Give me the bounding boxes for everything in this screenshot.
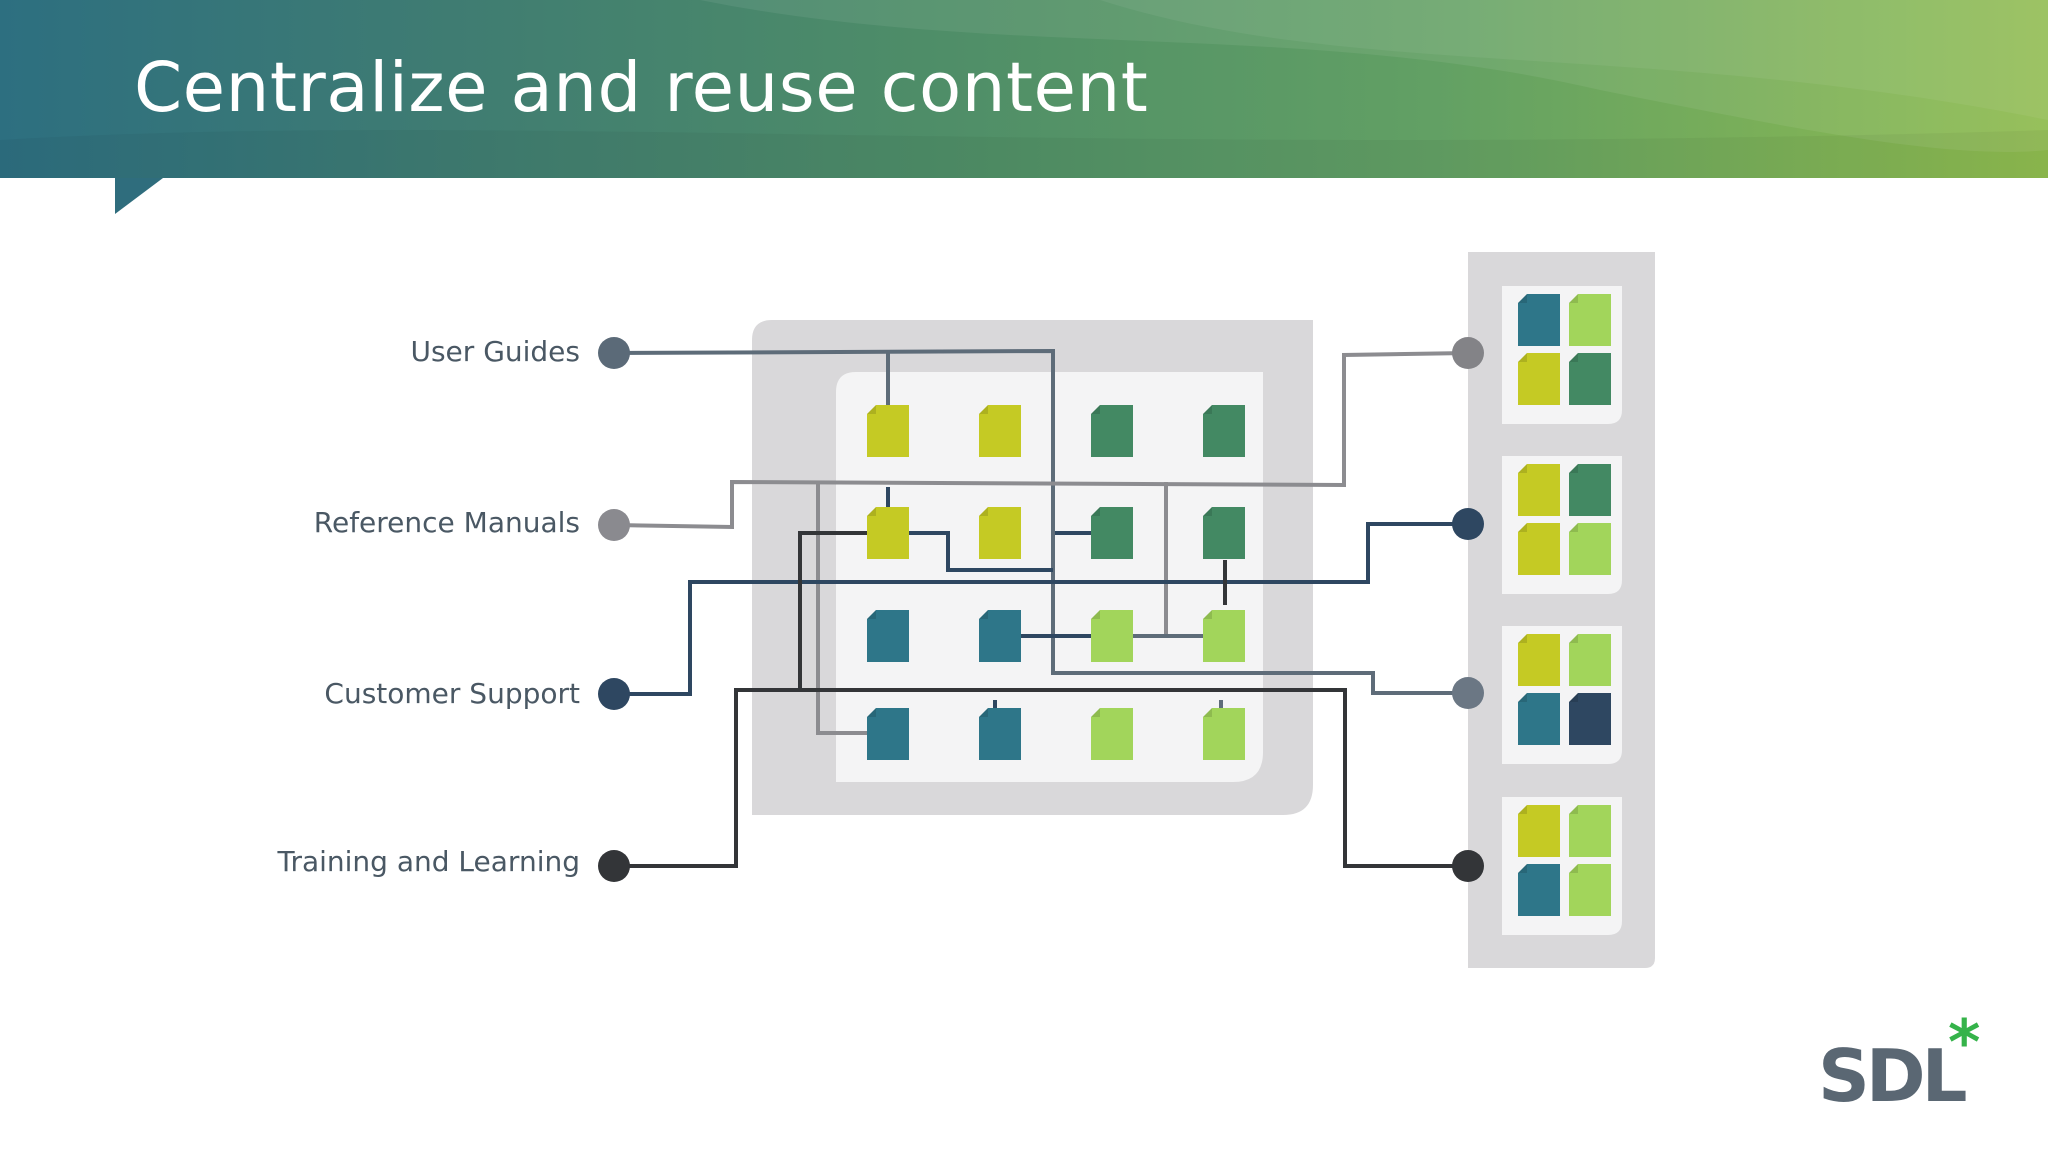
output-3-doc-1: [1518, 634, 1560, 686]
repo-doc-r4-c3-fold: [1091, 708, 1100, 717]
output-2-doc-2-fold: [1569, 464, 1578, 473]
output-2-doc-1-fold: [1518, 464, 1527, 473]
repo-doc-r1-c4-fold: [1203, 405, 1212, 414]
customer-support-dot: [598, 678, 630, 710]
output-1-doc-3-fold: [1518, 353, 1527, 362]
output-3-doc-4: [1569, 693, 1611, 745]
output-1-doc-4: [1569, 353, 1611, 405]
output-2-doc-4: [1569, 523, 1611, 575]
output-1-doc-1-fold: [1518, 294, 1527, 303]
source-label-training-and-learning: Training and Learning: [277, 845, 580, 878]
output-3-doc-1-fold: [1518, 634, 1527, 643]
repo-doc-r3-c4: [1203, 610, 1245, 662]
output-1-dot: [1452, 337, 1484, 369]
output-2-doc-4-fold: [1569, 523, 1578, 532]
output-4-doc-3-fold: [1518, 864, 1527, 873]
repo-doc-r4-c3: [1091, 708, 1133, 760]
logo-asterisk-icon: *: [1948, 1006, 1981, 1079]
line-training-and-learning-up: [798, 531, 867, 690]
repo-doc-r4-c1-fold: [867, 708, 876, 717]
output-4-doc-4: [1569, 864, 1611, 916]
repo-doc-r2-c4-fold: [1203, 507, 1212, 516]
repo-doc-r4-c4-fold: [1203, 708, 1212, 717]
output-4-doc-3: [1518, 864, 1560, 916]
repo-doc-r1-c2: [979, 405, 1021, 457]
repo-doc-r4-c1: [867, 708, 909, 760]
output-3-doc-2: [1569, 634, 1611, 686]
source-label-user-guides: User Guides: [410, 335, 580, 368]
sdl-logo: SDL *: [1818, 1008, 1988, 1118]
connector-lines: [613, 348, 1469, 868]
output-4-doc-2-fold: [1569, 805, 1578, 814]
repo-doc-r2-c2: [979, 507, 1021, 559]
line-reference-link: [908, 531, 1053, 572]
output-3-doc-4-fold: [1569, 693, 1578, 702]
repo-doc-r3-c2: [979, 610, 1021, 662]
repo-doc-r1-c3: [1091, 405, 1133, 457]
line-user-guides: [613, 348, 1468, 695]
reference-manuals-dot: [598, 509, 630, 541]
output-4-doc-2: [1569, 805, 1611, 857]
repo-doc-r2-c3: [1091, 507, 1133, 559]
logo-text: SDL: [1818, 1034, 1967, 1118]
header-waves: [0, 0, 2048, 178]
repo-doc-r3-c2-fold: [979, 610, 988, 619]
output-2-doc-1: [1518, 464, 1560, 516]
slide-title: Centralize and reuse content: [134, 48, 1149, 128]
output-4-doc-1-fold: [1518, 805, 1527, 814]
repository-inner-panel: [836, 372, 1263, 782]
output-3-doc-2-fold: [1569, 634, 1578, 643]
output-1-doc-3: [1518, 353, 1560, 405]
source-label-reference-manuals: Reference Manuals: [313, 506, 580, 539]
line-training-and-learning: [614, 688, 1468, 868]
repo-doc-r4-c2-fold: [979, 708, 988, 717]
output-1-doc-4-fold: [1569, 353, 1578, 362]
output-4-dot: [1452, 850, 1484, 882]
line-reference-manuals: [613, 351, 1469, 530]
output-4-doc-4-fold: [1569, 864, 1578, 873]
output-1-doc-2: [1569, 294, 1611, 346]
output-1-doc-1: [1518, 294, 1560, 346]
repo-doc-r4-c2: [979, 708, 1021, 760]
outputs-column-panel: [1468, 252, 1655, 968]
repo-doc-r3-c4-fold: [1203, 610, 1212, 619]
output-2-doc-3-fold: [1518, 523, 1527, 532]
header-banner: Centralize and reuse content: [0, 0, 2048, 178]
repo-doc-r3-c3-fold: [1091, 610, 1100, 619]
repo-doc-r1-c1: [867, 405, 909, 457]
repo-doc-r3-c1: [867, 610, 909, 662]
output-4-doc-1: [1518, 805, 1560, 857]
output-2-dot: [1452, 508, 1484, 540]
repo-doc-r2-c3-fold: [1091, 507, 1100, 516]
repo-doc-r3-c3: [1091, 610, 1133, 662]
repo-doc-r1-c1-fold: [867, 405, 876, 414]
output-3-doc-3-fold: [1518, 693, 1527, 702]
output-3-doc-3: [1518, 693, 1560, 745]
source-label-customer-support: Customer Support: [324, 677, 580, 710]
line-reference-manuals-col1: [816, 482, 867, 735]
output-2-doc-3: [1518, 523, 1560, 575]
repo-doc-r2-c2-fold: [979, 507, 988, 516]
document-icons: [867, 294, 1611, 916]
repo-doc-r1-c2-fold: [979, 405, 988, 414]
output-2-doc-2: [1569, 464, 1611, 516]
repo-doc-r2-c1-fold: [867, 507, 876, 516]
header-tab-notch: [115, 178, 163, 214]
output-1-doc-2-fold: [1569, 294, 1578, 303]
repo-doc-r4-c4: [1203, 708, 1245, 760]
repo-doc-r1-c4: [1203, 405, 1245, 457]
repo-doc-r3-c1-fold: [867, 610, 876, 619]
repo-doc-r2-c4: [1203, 507, 1245, 559]
connector-dots: [598, 337, 1484, 882]
user-guides-dot: [598, 337, 630, 369]
repo-doc-r2-c1: [867, 507, 909, 559]
output-3-dot: [1452, 677, 1484, 709]
training-and-learning-dot: [598, 850, 630, 882]
repo-doc-r1-c3-fold: [1091, 405, 1100, 414]
line-customer-support: [614, 522, 1468, 696]
